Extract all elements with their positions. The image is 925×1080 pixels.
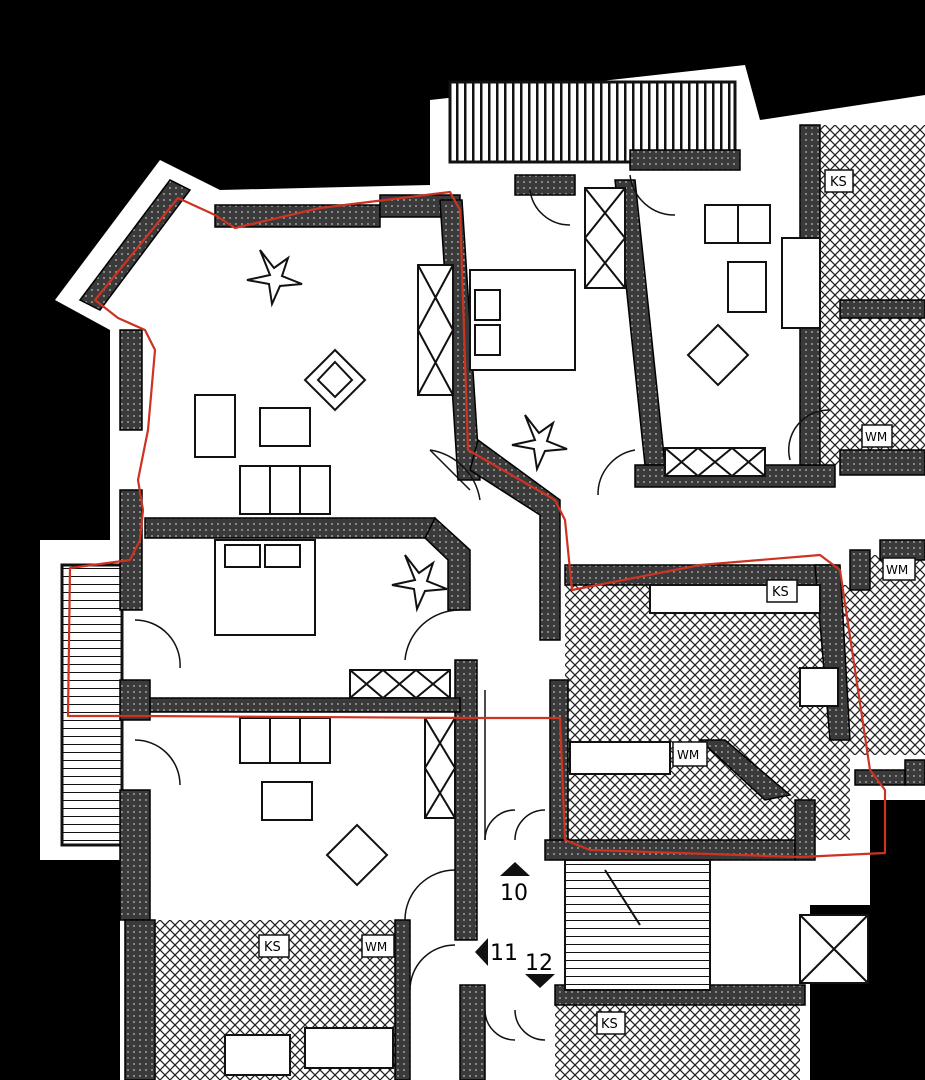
- label-wm-top-right: WM: [865, 430, 887, 444]
- label-ks-bottom-center: KS: [601, 1017, 618, 1032]
- plant-icon: [246, 249, 568, 613]
- balcony-top: [448, 80, 737, 164]
- tiled-area-kitchen-center: [565, 585, 850, 840]
- appliance-labels: KS WM KS WM WM KS WM KS: [258, 169, 916, 1035]
- label-ks-bottom-left: KS: [264, 940, 281, 955]
- arrow-up-icon: [500, 862, 530, 876]
- balcony-left: [60, 563, 124, 847]
- arrow-down-icon: [525, 974, 555, 988]
- tiled-area-bottom-center: [555, 995, 800, 1080]
- stair-number-12: 12: [525, 951, 553, 976]
- label-wm-bottom-left: WM: [365, 940, 387, 954]
- stair-markers: 10 11 12: [475, 862, 555, 988]
- arrow-left-icon: [475, 938, 488, 966]
- label-wm-center-right: WM: [886, 563, 908, 577]
- stair-number-11: 11: [490, 941, 518, 966]
- label-wm-center: WM: [677, 748, 699, 762]
- apartment-outline: [66, 190, 887, 859]
- label-ks-top-right: KS: [830, 175, 847, 190]
- stair-number-10: 10: [500, 881, 528, 906]
- furniture: [194, 187, 869, 1076]
- doors: [134, 174, 831, 1041]
- label-ks-center: KS: [772, 585, 789, 600]
